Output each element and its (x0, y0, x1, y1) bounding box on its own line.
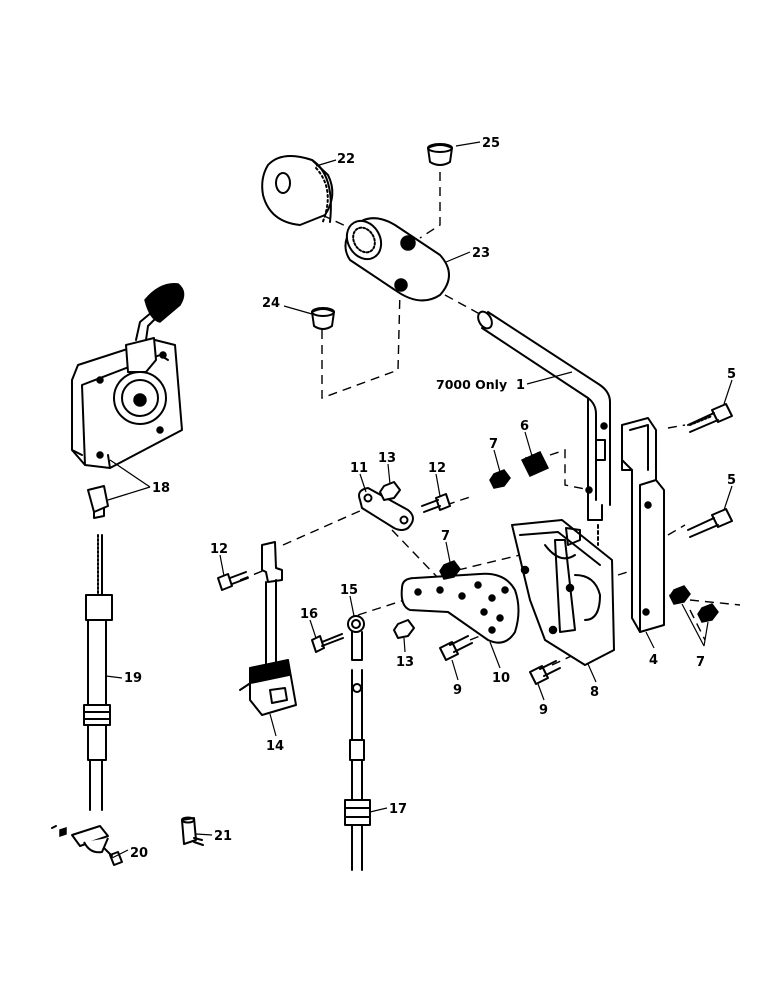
part-6-spring (520, 451, 550, 477)
callout-17: 17 (389, 802, 407, 817)
assembly-dashed-lines (239, 172, 741, 666)
callout-18: 18 (152, 481, 170, 496)
callout-4: 4 (649, 653, 658, 668)
callout-5-lower: 5 (727, 473, 736, 488)
part-23-lever-housing (344, 217, 450, 302)
part-9-bolt-center (439, 635, 473, 661)
leader-lines (105, 141, 733, 859)
part-7-nut-d (697, 603, 719, 623)
part-7-nut-c (669, 585, 691, 605)
callout-22: 22 (337, 152, 355, 167)
callout-7-c: 7 (696, 655, 705, 670)
callout-9-center: 9 (453, 683, 462, 698)
callout-20: 20 (130, 846, 148, 861)
callout-21: 21 (214, 829, 232, 844)
callout-13-upper: 13 (378, 451, 396, 466)
callout-13-lower: 13 (396, 655, 414, 670)
callout-14: 14 (266, 739, 284, 754)
part-9-bolt-right (529, 660, 561, 685)
part-7-nut-a (489, 469, 511, 489)
callout-24: 24 (262, 296, 280, 311)
part-13-nut-lower (393, 619, 415, 639)
part-8-shift-plate (511, 519, 615, 666)
callout-7-a: 7 (489, 437, 498, 452)
part-24-plug (311, 307, 335, 330)
callout-11: 11 (350, 461, 368, 476)
part-22-knob (261, 155, 334, 226)
part-12-screw-right (421, 493, 451, 513)
part-7-nut-b (439, 560, 461, 580)
part-17-cable (344, 669, 371, 871)
callout-15: 15 (340, 583, 358, 598)
callout-labels: 22 25 23 24 7000 Only 1 5 5 6 7 11 13 12… (124, 136, 736, 861)
callout-23: 23 (472, 246, 490, 261)
part-4-bracket (621, 417, 665, 633)
part-5-bolt-lower (687, 508, 733, 538)
callout-25: 25 (482, 136, 500, 151)
callout-6: 6 (520, 419, 529, 434)
callout-19: 19 (124, 671, 142, 686)
callout-1: 1 (516, 378, 525, 393)
part-16-screw (311, 633, 344, 653)
model-note: 7000 Only (436, 377, 507, 392)
callout-7-b: 7 (441, 529, 450, 544)
part-11-link (358, 487, 414, 531)
part-20-clamp (51, 825, 123, 866)
part-13-nut-upper (379, 481, 401, 501)
part-10-link-plate (400, 572, 520, 644)
callout-8: 8 (590, 685, 599, 700)
callout-9-right: 9 (539, 703, 548, 718)
part-12-screw-left (217, 571, 249, 591)
part-19-cable (83, 534, 113, 811)
part-5-bolt-upper (687, 403, 733, 433)
part-25-plug (427, 143, 453, 166)
part-15-ball-joint (347, 615, 365, 661)
callout-5-upper: 5 (727, 367, 736, 382)
callout-12-right: 12 (428, 461, 446, 476)
part-14-switch (239, 541, 297, 716)
callout-16: 16 (300, 607, 318, 622)
callout-10: 10 (492, 671, 510, 686)
part-18-shift-console (71, 283, 185, 519)
callout-12-left: 12 (210, 542, 228, 557)
part-21-fitting (181, 816, 204, 846)
part-1-lever-rod (477, 310, 611, 546)
